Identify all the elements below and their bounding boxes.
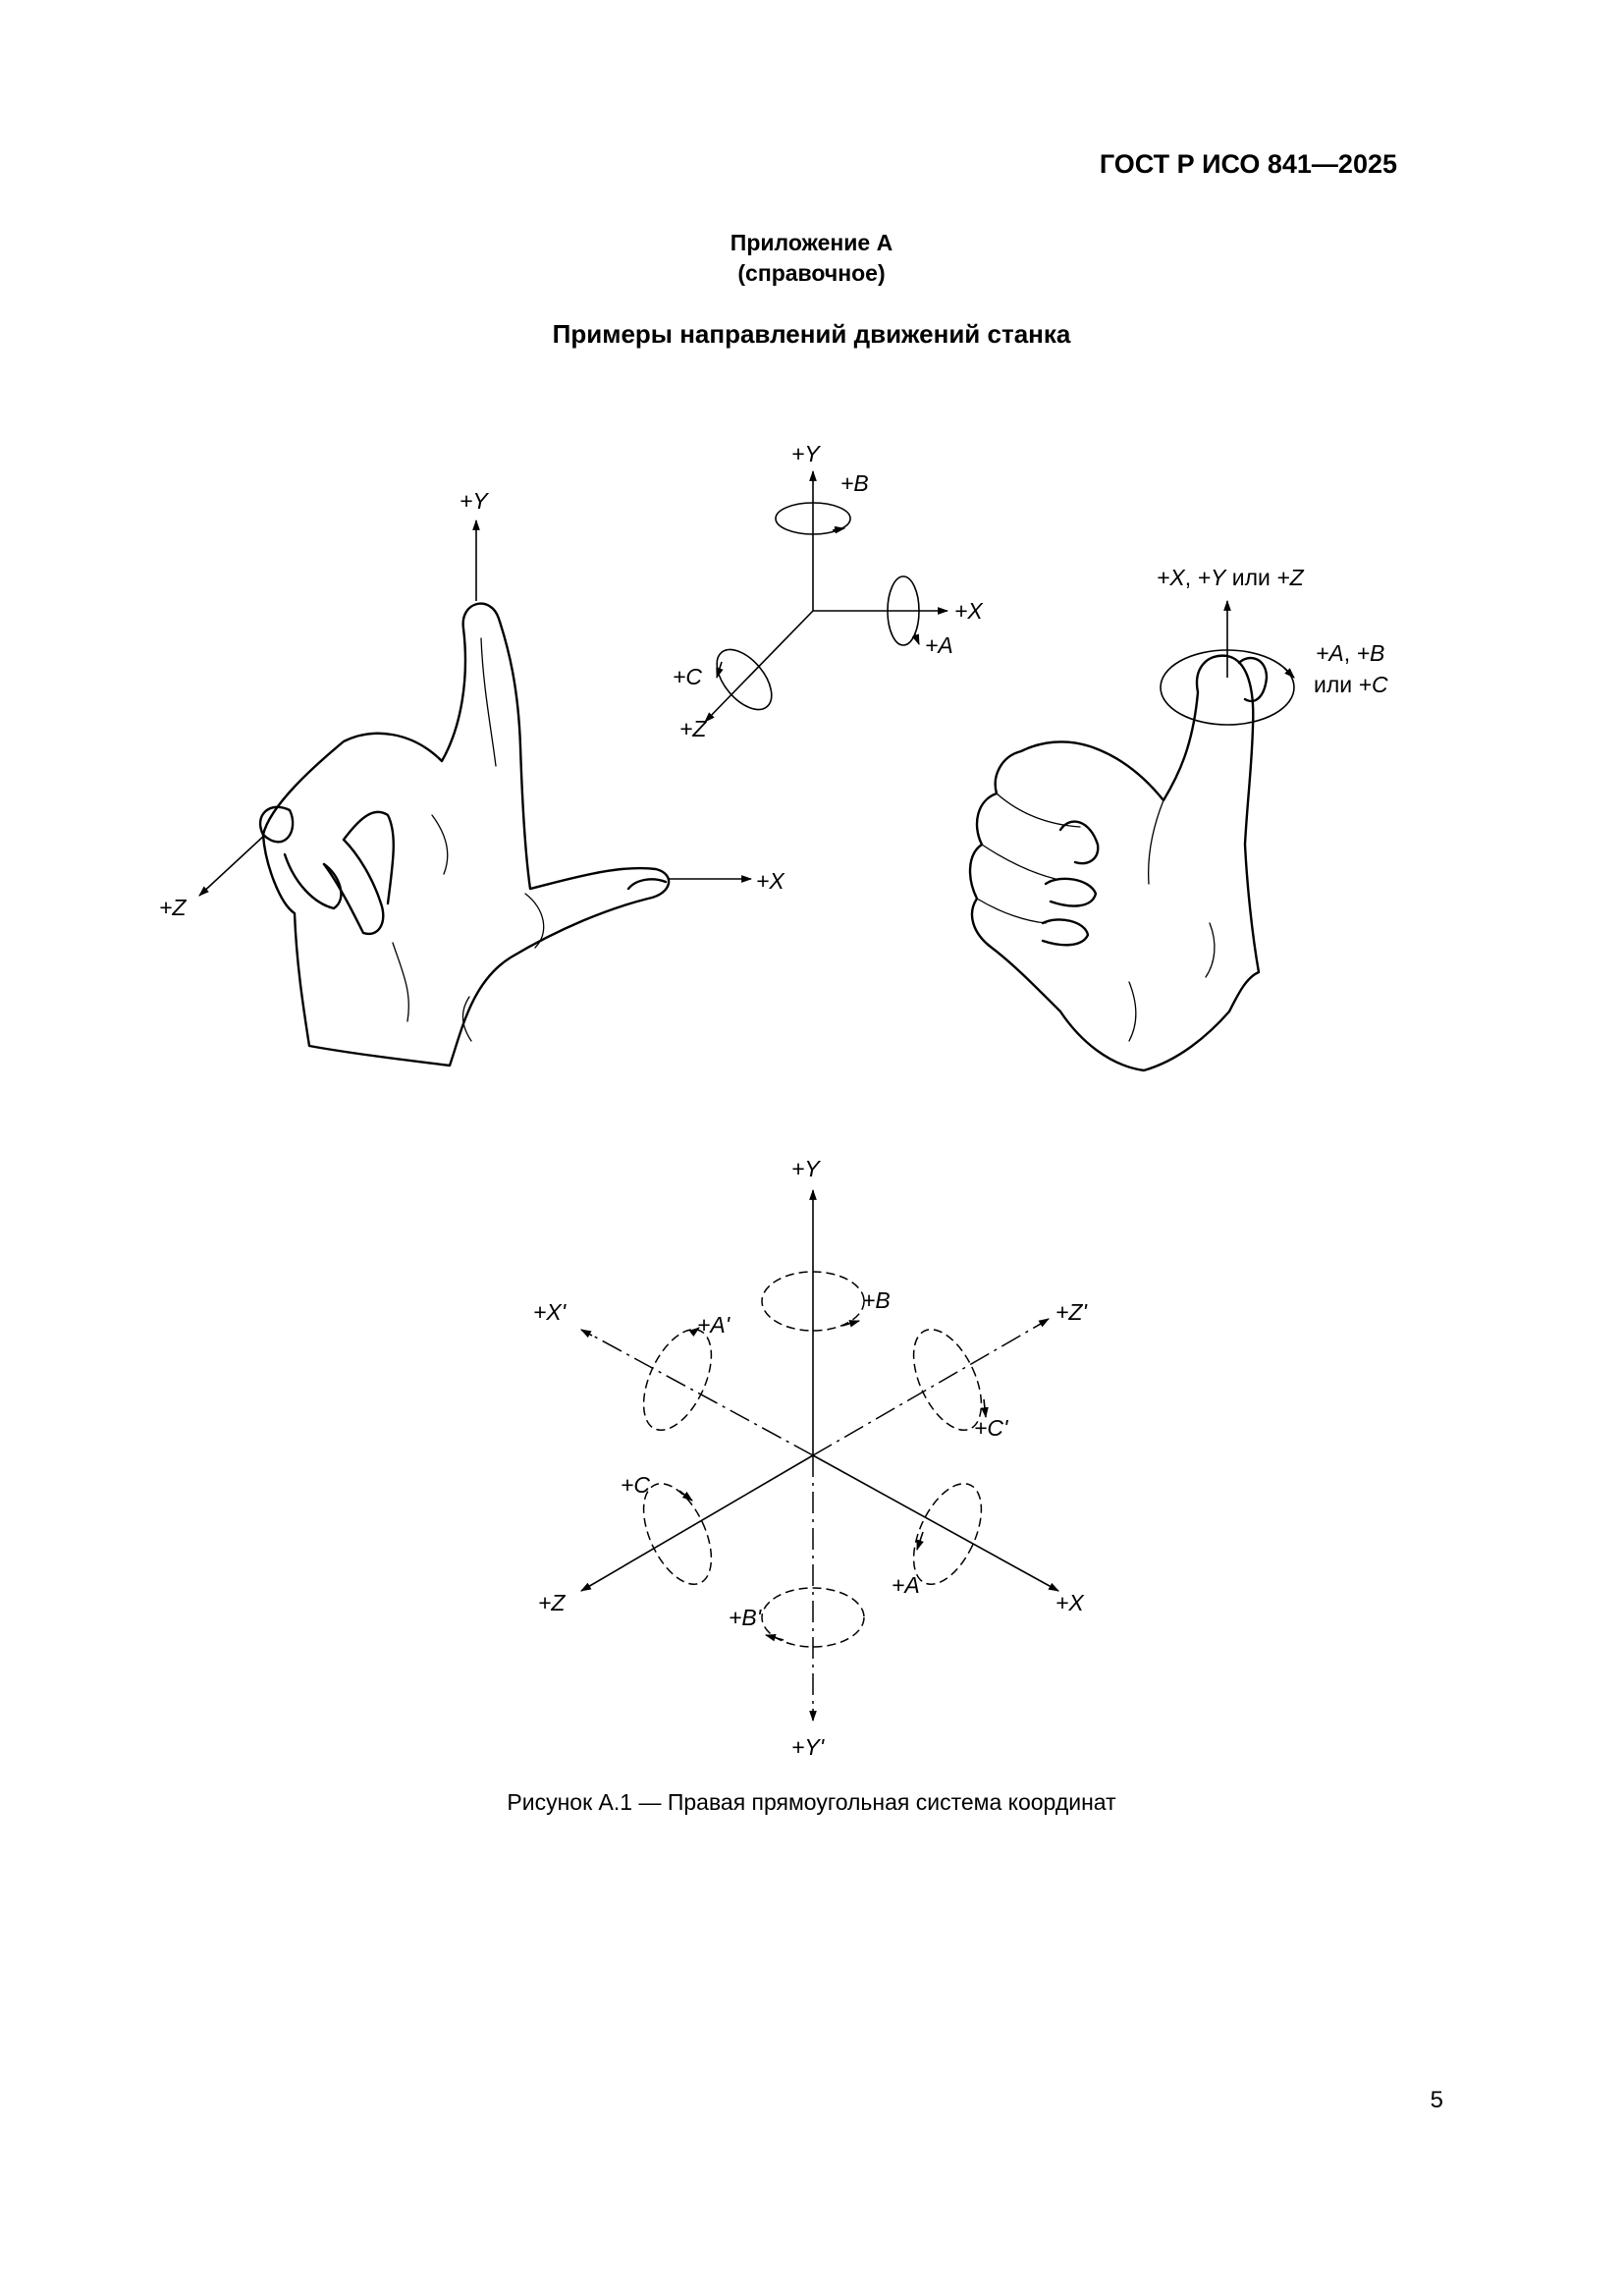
right-hand-rotation-arrow — [1283, 667, 1295, 679]
right-hand-knuckle-2 — [981, 844, 1056, 880]
left-hand-crease-1 — [480, 637, 497, 767]
large-axes-c-neg-rotation — [912, 1329, 983, 1431]
right-hand-crease-3 — [1128, 981, 1137, 1042]
left-hand-crease-5 — [461, 996, 472, 1042]
large-axes-diagram: +Y +Y' +X +X' +Z +Z' +B +B' +A' +A +C' +… — [533, 1156, 1088, 1760]
right-hand-illustration: +X, +Y или +Z +A, +B или +C — [968, 565, 1388, 1072]
right-hand-rotation-ellipse — [1160, 649, 1295, 726]
large-axes-z-neg-line — [812, 1323, 1042, 1456]
small-axes-c-arrow — [716, 661, 724, 680]
left-hand-crease-3 — [392, 942, 409, 1022]
large-axes-x-label: +X — [1055, 1590, 1085, 1615]
left-hand-outline — [261, 602, 671, 1067]
left-hand-index-tip — [258, 805, 295, 844]
left-hand-crease-2 — [524, 893, 545, 949]
right-hand-outline — [968, 654, 1261, 1072]
small-axes-b-label: +B — [840, 470, 869, 496]
left-hand-crease-4 — [431, 814, 449, 875]
large-axes-c-rotation — [642, 1483, 713, 1585]
small-axes-x-label: +X — [954, 598, 984, 624]
right-hand-thumb-nail — [1237, 656, 1269, 703]
large-axes-b-neg-arrow — [764, 1633, 784, 1642]
right-hand-crease-2 — [1205, 922, 1216, 978]
small-axes-a-arrow — [911, 633, 920, 646]
large-axes-c-neg-label: +C' — [974, 1415, 1009, 1441]
right-hand-ring-tip — [1041, 918, 1090, 947]
large-axes-a-rotation — [912, 1483, 983, 1585]
large-axes-b-rotation — [761, 1271, 865, 1332]
small-axes-b-rotation — [775, 502, 851, 535]
annex-type: (справочное) — [737, 260, 886, 286]
large-axes-c-label: +C — [621, 1472, 650, 1498]
large-axes-b-neg-rotation — [761, 1587, 865, 1648]
large-axes-b-neg-label: +B' — [729, 1605, 763, 1630]
large-axes-a-arrow — [916, 1531, 924, 1552]
right-hand-crease-1 — [1148, 799, 1164, 885]
large-axes-a-neg-label: +A' — [697, 1312, 731, 1338]
right-hand-index-tip — [1058, 820, 1100, 865]
left-hand-middle-nail — [626, 878, 668, 891]
left-hand-z-arrow — [198, 834, 266, 897]
annex-label: Приложение А — [730, 230, 893, 255]
large-axes-z-line — [580, 1454, 814, 1592]
large-axes-z-neg-label: +Z' — [1055, 1299, 1088, 1325]
page-number: 5 — [1430, 2087, 1443, 2113]
small-axes-c-label: +C — [673, 664, 702, 689]
small-axes-a-rotation — [887, 575, 920, 646]
large-axes-y-label: +Y — [791, 1156, 821, 1181]
large-axes-y-neg-label: +Y' — [791, 1734, 826, 1760]
large-axes-a-neg-rotation — [642, 1329, 713, 1431]
left-hand-z-label: +Z — [159, 895, 187, 920]
large-axes-x-neg-arrowhead — [580, 1329, 593, 1339]
large-axes-x-line — [812, 1454, 1059, 1592]
large-axes-x-neg-label: +X' — [533, 1299, 568, 1325]
small-axes-c-rotation — [716, 648, 773, 711]
small-axes-diagram: +Y +B +X +A +C +Z — [673, 441, 984, 741]
right-hand-rotation-label-1: +A, +B — [1316, 640, 1384, 666]
right-hand-middle-tip — [1044, 877, 1098, 907]
right-hand-knuckle-3 — [976, 898, 1047, 924]
left-hand-little-finger — [342, 810, 395, 905]
small-axes-b-arrow — [832, 525, 846, 534]
left-hand-y-label: +Y — [460, 488, 489, 514]
large-axes-b-arrow — [841, 1320, 861, 1328]
large-axes-c-neg-arrow — [981, 1398, 989, 1419]
left-hand-ring-finger — [322, 838, 385, 936]
small-axes-z-label: +Z — [679, 716, 707, 741]
small-axes-a-label: +A — [925, 632, 953, 658]
section-title: Примеры направлений движений станка — [552, 319, 1071, 349]
right-hand-knuckle-1 — [996, 793, 1081, 828]
figure-caption: Рисунок А.1 — Правая прямоугольная систе… — [507, 1789, 1116, 1815]
large-axes-c-arrow — [678, 1490, 693, 1502]
large-axes-a-label: +A — [892, 1572, 920, 1598]
left-hand-x-label: +X — [756, 868, 785, 894]
document-id-header: ГОСТ Р ИСО 841—2025 — [1099, 149, 1397, 179]
large-axes-z-neg-arrowhead — [1038, 1318, 1050, 1328]
small-axes-y-label: +Y — [791, 441, 821, 466]
large-axes-b-label: +B — [862, 1287, 891, 1313]
left-hand-illustration: +Y +X +Z — [159, 488, 785, 1067]
large-axes-z-label: +Z — [538, 1590, 566, 1615]
right-hand-rotation-label-2: или +C — [1314, 672, 1388, 697]
right-hand-axis-label: +X, +Y или +Z — [1157, 565, 1305, 590]
large-axes-a-neg-arrow — [688, 1327, 700, 1338]
left-hand-middle-finger — [283, 852, 343, 910]
